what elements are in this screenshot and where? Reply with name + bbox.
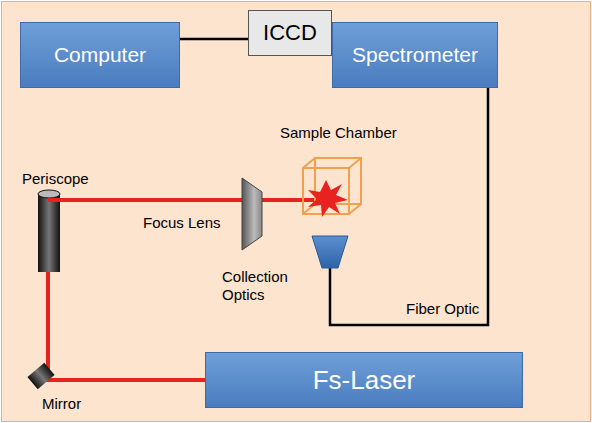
node-text: Fs-Laser: [313, 365, 416, 396]
part-label: Mirror: [42, 395, 81, 413]
mirror-symbol: [27, 363, 54, 389]
fiber-optic-line: [330, 88, 488, 325]
laser-beam-out: [48, 198, 225, 202]
node-text: ICCD: [263, 20, 317, 46]
cable-line: [180, 38, 248, 41]
node-text: Spectrometer: [352, 43, 478, 67]
part-label: Sample Chamber: [280, 124, 397, 142]
iccd-box: ICCD: [248, 10, 332, 56]
spectrometer-box: Spectrometer: [332, 22, 498, 88]
collection-optics: [312, 236, 348, 268]
part-label: Periscope: [22, 170, 89, 188]
focus-lens: [242, 178, 262, 250]
plasma-spark: [308, 180, 348, 217]
part-label: Collection Optics: [222, 268, 312, 304]
periscope-top: [38, 190, 60, 198]
computer-box: Computer: [20, 22, 180, 88]
periscope-body: [38, 194, 60, 272]
laser-box: Fs-Laser: [205, 352, 523, 408]
part-label: Focus Lens: [143, 214, 221, 232]
node-text: Computer: [54, 43, 146, 67]
part-label: Fiber Optic: [406, 300, 479, 318]
